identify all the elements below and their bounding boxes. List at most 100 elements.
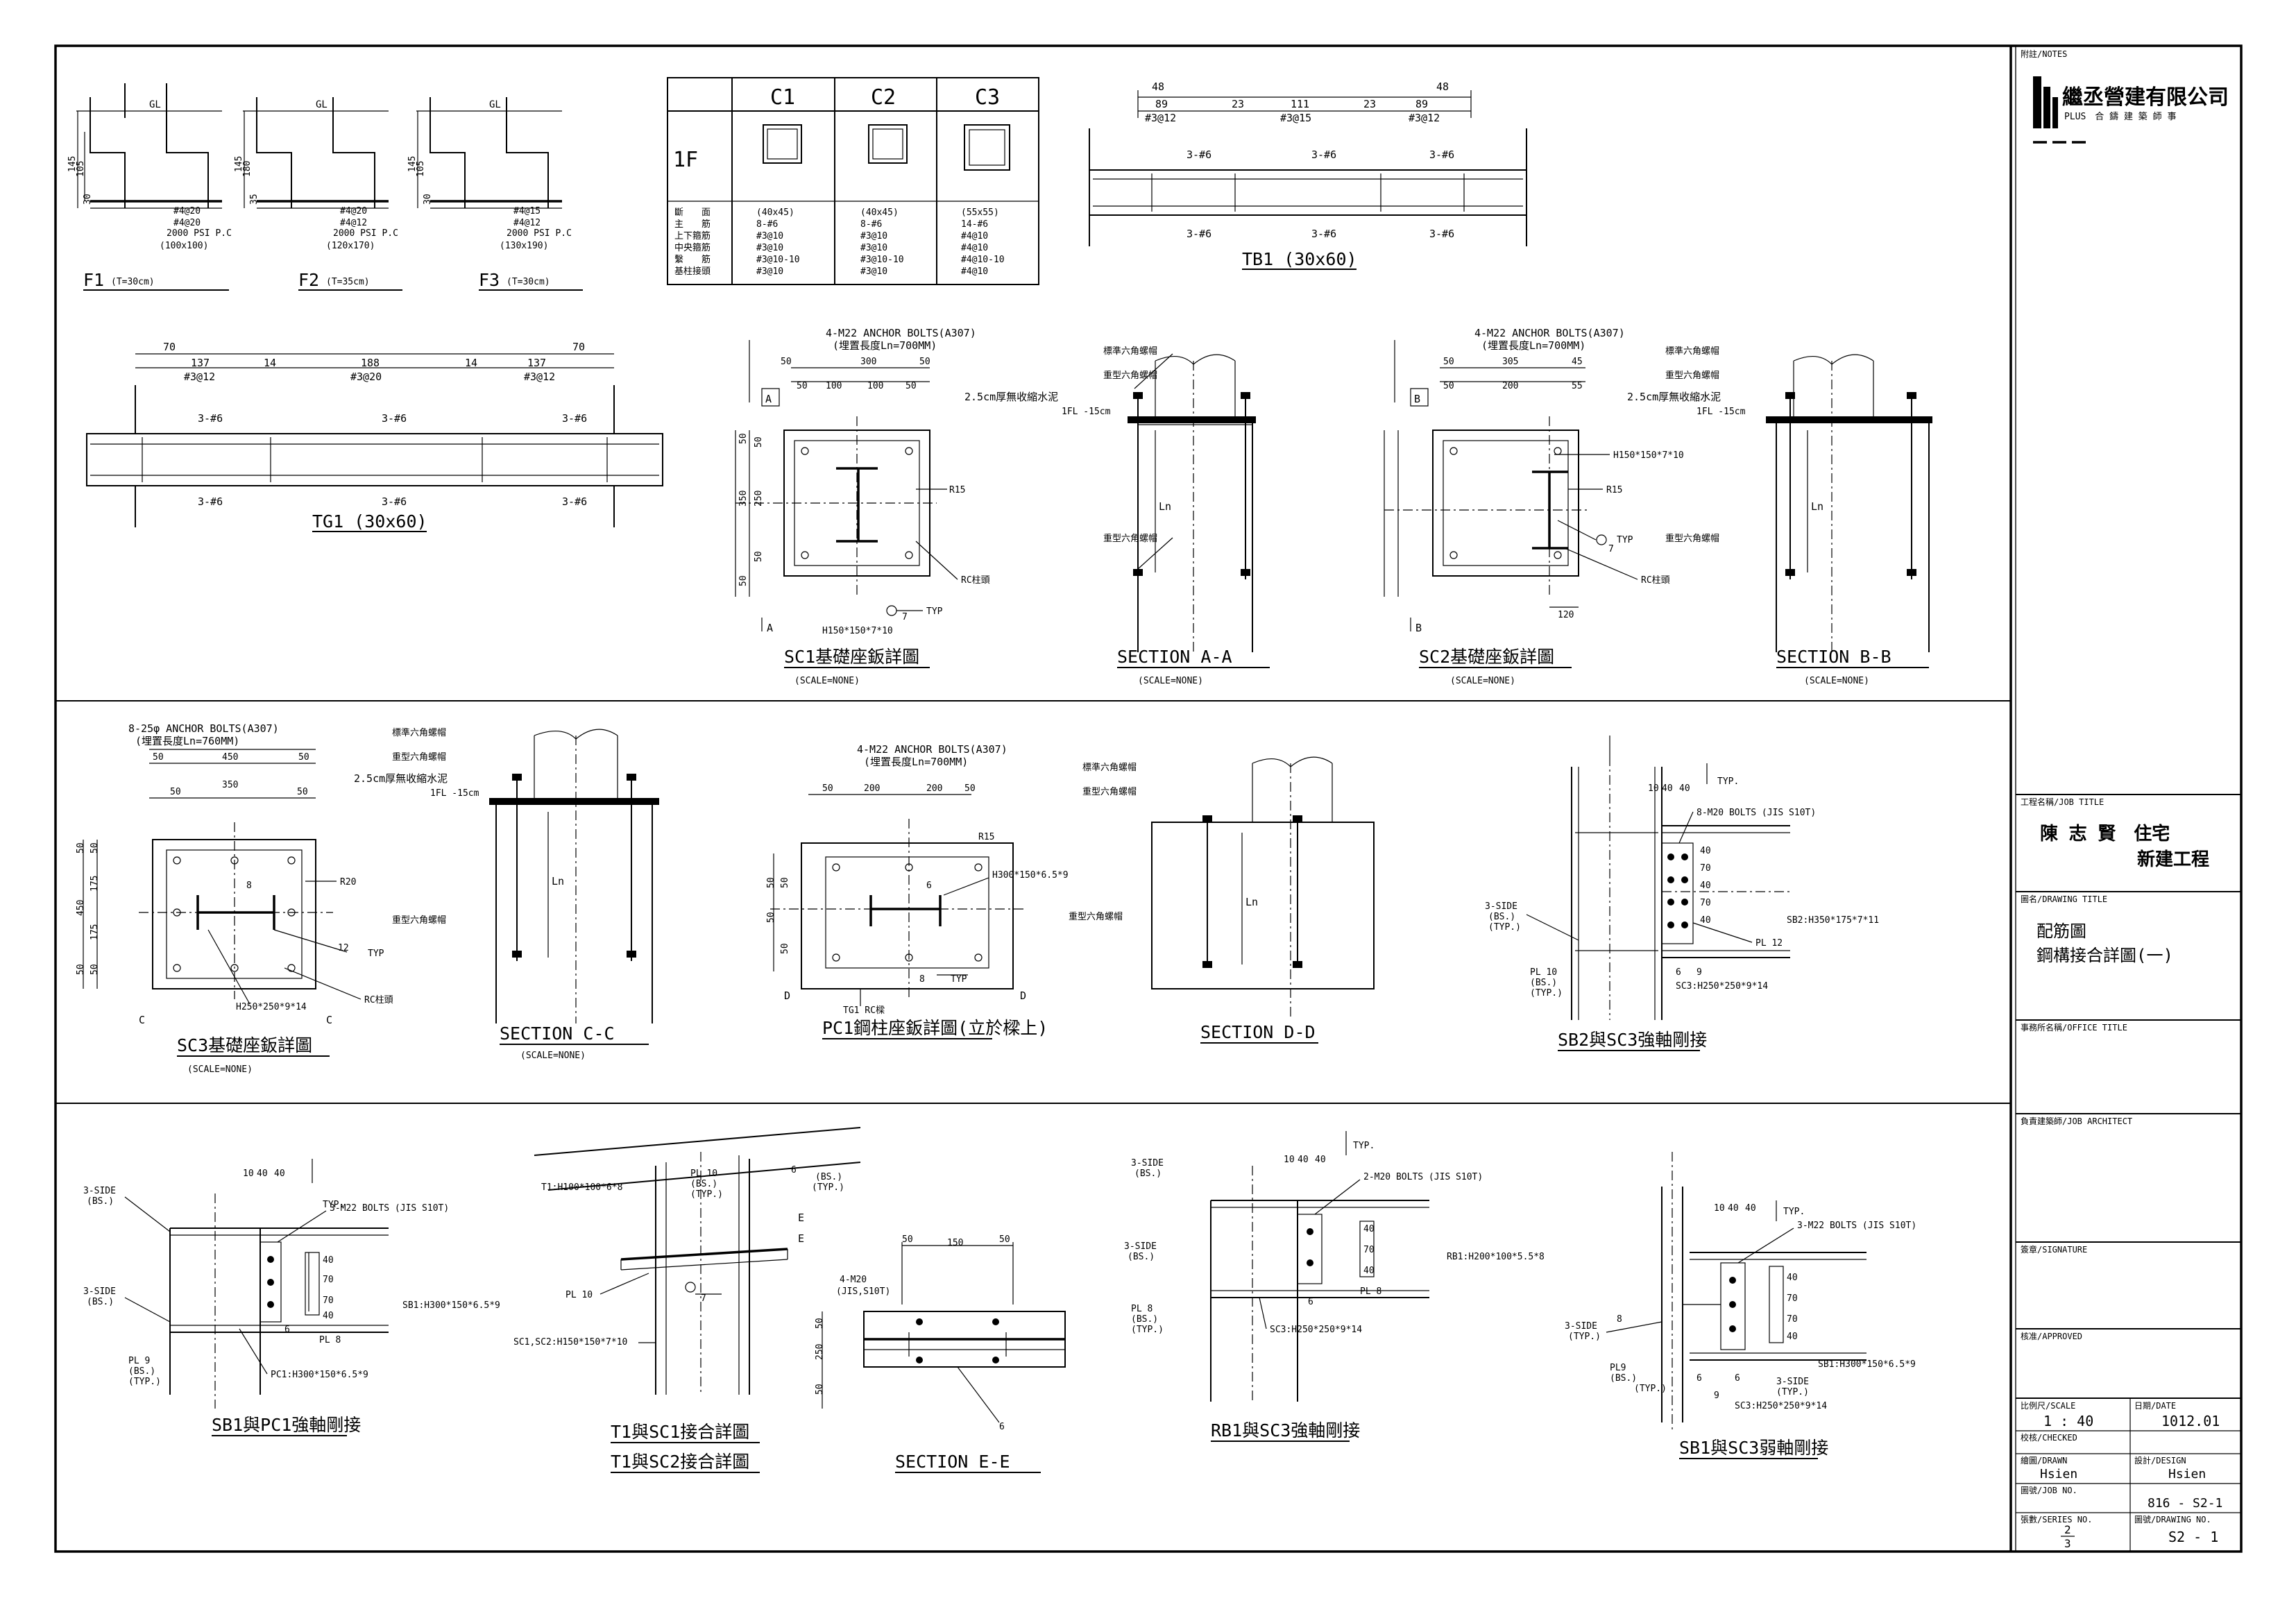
- drawing-label: 12: [338, 943, 349, 953]
- drawing-no-label: 圖號/DRAWING NO.: [2134, 1515, 2211, 1524]
- drawing-label: 3-#6: [1311, 228, 1336, 240]
- drawing-label: SC3:H250*250*9*14: [1676, 981, 1768, 992]
- drawing-label: 重型六角螺帽: [392, 751, 446, 763]
- drawing-label: A: [765, 393, 772, 405]
- drawing-title-label: 圖名/DRAWING TITLE: [2021, 894, 2107, 904]
- drawing-label: 55: [1572, 381, 1583, 391]
- drawing-label: R20: [340, 877, 356, 887]
- drawing-label: (40x45): [756, 207, 794, 218]
- drawing-label: #3@20: [350, 371, 382, 383]
- drawing-label: 145: [67, 156, 78, 172]
- drawing-label: 7: [902, 612, 908, 622]
- pc1-title: PC1鋼柱座鈑詳圖(立於樑上): [822, 1018, 1048, 1038]
- drawing-label: 250: [754, 491, 764, 507]
- drawing-label: 70: [323, 1295, 334, 1306]
- drawing-label: 48: [1152, 80, 1164, 93]
- drawing-label: (T=30cm): [507, 277, 550, 287]
- drawing-label: 50: [76, 842, 86, 853]
- drawing-label: (TYP.): [1634, 1384, 1667, 1394]
- sb1-sc3-title: SB1與SC3弱軸剛接: [1679, 1438, 1828, 1458]
- drawing-label: #4@15: [513, 206, 541, 216]
- drawing-label: 3-#6: [1187, 228, 1211, 240]
- drawing-label: #4@20: [340, 206, 367, 216]
- drawing-label: 350: [222, 780, 238, 790]
- drawing-label: A: [767, 622, 773, 634]
- c2-values: (40x45) 8-#6 #3@10 #3@10 #3@10-10 #3@10: [860, 207, 904, 277]
- drawing-label: 120: [1558, 610, 1574, 620]
- drawing-label: 4-M22 ANCHOR BOLTS(A307): [826, 327, 976, 339]
- drawing-label: 4-M22 ANCHOR BOLTS(A307): [857, 743, 1007, 756]
- drawing-label: 2-M20 BOLTS (JIS S10T): [1363, 1172, 1483, 1182]
- job-title-label: 工程名稱/JOB TITLE: [2021, 797, 2104, 807]
- t1-sc2-title: T1與SC2接合詳圖: [611, 1452, 749, 1472]
- drawing-label: PL 8: [1131, 1304, 1153, 1314]
- drawing-label: #4@20: [173, 218, 201, 228]
- section-d-d: 標準六角螺帽 重型六角螺帽 Ln 重型六角螺帽 SECTION D-D: [1069, 756, 1375, 1044]
- series-label: 張數/SERIES NO.: [2021, 1515, 2092, 1524]
- drawing-label: 48: [1436, 80, 1449, 93]
- drawing-label: 重型六角螺帽: [392, 915, 446, 926]
- drawing-label: (BS.): [87, 1196, 114, 1207]
- t1-sc-connection: T1:H100*100*6*8 PL 10 (BS.) (TYP.) 6 (BS…: [513, 1127, 861, 1473]
- drawing-label: 70: [1787, 1314, 1798, 1325]
- drawing-label: 3-SIDE: [1124, 1241, 1157, 1252]
- drawing-label: 50: [902, 1234, 913, 1245]
- drawing-label: 2.5cm厚無收縮水泥: [354, 772, 448, 785]
- drawing-label: 3-SIDE: [1485, 901, 1517, 912]
- drawing-label: 6: [999, 1422, 1005, 1432]
- drawing-label: 1FL -15cm: [1697, 407, 1746, 417]
- drawing-label: 200: [1502, 381, 1518, 391]
- drawing-label: 斷 面: [674, 207, 711, 218]
- drawing-label: 50: [1443, 357, 1454, 367]
- drawing-label: 40: [1315, 1155, 1326, 1165]
- drawing-label: SB1:H300*150*6.5*9: [402, 1300, 500, 1311]
- sb1-pc1-connection: 10 40 40 40 70 70 40 TYP. 3-M22 BOLTS (J…: [83, 1159, 500, 1436]
- drawing-label: 40: [323, 1255, 334, 1266]
- drawing-label: (100x100): [160, 241, 208, 251]
- footing-title: F1: [83, 270, 104, 290]
- scale-value: 1 : 40: [2043, 1413, 2093, 1429]
- drawing-label: (埋置長度Ln=700MM): [833, 339, 937, 352]
- drawing-label: #3@10: [860, 243, 887, 253]
- drawing-label: 40: [323, 1311, 334, 1321]
- drawing-label: 3-#6: [562, 412, 587, 425]
- drawing-label: #4@10-10: [961, 255, 1005, 265]
- drawing-label: H250*250*9*14: [236, 1002, 307, 1012]
- drawing-label: 40: [1700, 881, 1711, 891]
- series-bot: 3: [2064, 1537, 2071, 1550]
- drawing-label: GL: [316, 99, 328, 110]
- drawing-label: #4@10: [961, 231, 988, 241]
- drawing-label: #3@10: [756, 231, 783, 241]
- drawing-label: TYP: [368, 949, 384, 959]
- drawing-label: (TYP.): [812, 1182, 844, 1193]
- drawing-label: 40: [1679, 783, 1690, 794]
- drawing-label: 標準六角螺帽: [1103, 346, 1157, 357]
- drawing-label: 30: [423, 194, 433, 205]
- drawing-label: F3: [479, 270, 500, 290]
- drawing-label: 主 筋: [674, 219, 711, 230]
- footing-f3: GL 145 105 30 #4@15 #4@12 2000 PSI P.C (…: [407, 97, 583, 291]
- drawing-label: #3@10: [860, 231, 887, 241]
- drawing-label: 8: [1617, 1314, 1622, 1325]
- drawing-label: (120x170): [326, 241, 375, 251]
- drawing-label: 50: [298, 752, 309, 763]
- drawing-label: 40: [1728, 1203, 1739, 1214]
- drawing-label: 3-SIDE: [1131, 1158, 1164, 1169]
- drawing-label: #3@10-10: [756, 255, 800, 265]
- drawing-label: 上下箍筋: [674, 230, 711, 241]
- drawing-label: 2000 PSI P.C: [333, 228, 398, 239]
- drawing-label: #3@10: [860, 266, 887, 277]
- drawing-label: 175: [90, 876, 100, 892]
- rb1-sc3-connection: 10 40 40 40 70 40 TYP. 2-M20 BOLTS (JIS …: [1124, 1131, 1545, 1442]
- drawing-label: 70: [323, 1275, 334, 1285]
- drawing-label: #4@12: [513, 218, 541, 228]
- drawing-label: (BS.): [1131, 1314, 1158, 1325]
- drawing-label: #3@12: [184, 371, 215, 383]
- drawing-label: (T=35cm): [326, 277, 370, 287]
- drawing-label: RC柱頭: [1641, 575, 1670, 586]
- drawing-label: 70: [163, 341, 176, 353]
- sb1-pc1-title: SB1與PC1強軸剛接: [212, 1415, 361, 1435]
- drawing-label: 10: [1648, 783, 1659, 794]
- drawing-label: 14-#6: [961, 219, 988, 230]
